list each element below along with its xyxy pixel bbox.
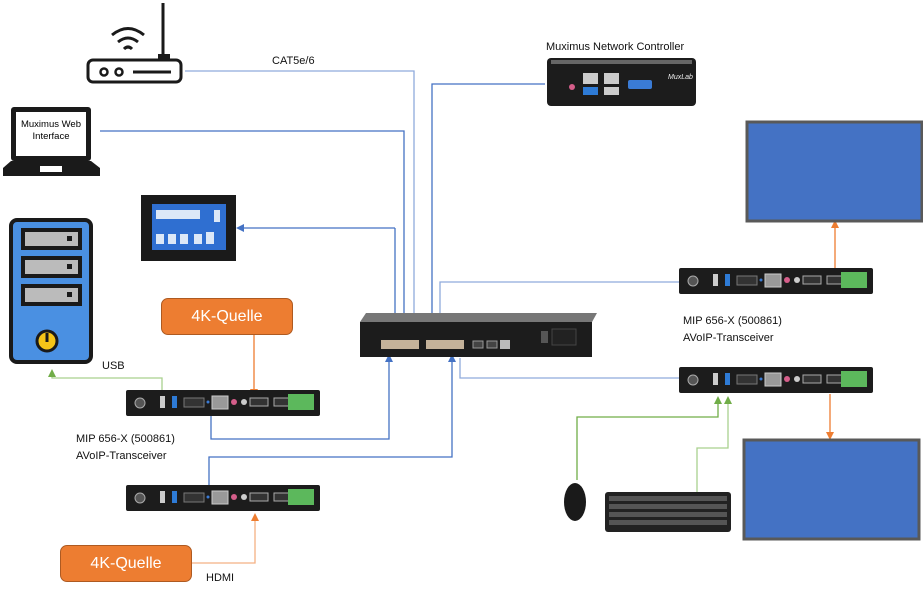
- display-bottom: [742, 438, 921, 541]
- router-icon: [86, 3, 183, 84]
- touch-panel: [141, 195, 236, 261]
- tx-left-model: MIP 656-X (500861): [76, 433, 175, 445]
- mouse: [564, 483, 586, 521]
- tx-right-model: MIP 656-X (500861): [683, 315, 782, 327]
- router-link: [185, 70, 418, 342]
- tx-left-bottom-link: [208, 354, 456, 488]
- transceiver-left-top: [125, 389, 321, 417]
- transceiver-right-top: [678, 267, 874, 295]
- usb-label: USB: [102, 360, 125, 372]
- display-top: [745, 120, 923, 223]
- controller-label: Muximus Network Controller: [546, 41, 685, 53]
- pc-tower-icon: [9, 218, 93, 364]
- cable-type-label: CAT5e/6: [272, 55, 315, 67]
- transceiver-right-bottom: [678, 366, 874, 394]
- laptop-icon: [3, 107, 100, 176]
- tx-left-top-link: [210, 354, 393, 440]
- hdmi-label: HDMI: [206, 572, 235, 584]
- web-interface-line2: Interface: [32, 131, 70, 142]
- tx-right-bottom-link: [459, 358, 686, 379]
- web-interface-label: Muximus Web Interface: [16, 119, 86, 143]
- tx-right-type: AVoIP-Transceiver: [683, 332, 774, 344]
- source-bottom: 4K-Quelle: [60, 545, 192, 582]
- laptop-link: [100, 130, 408, 342]
- keyboard: [605, 492, 731, 532]
- tx-left-type: AVoIP-Transceiver: [76, 450, 167, 462]
- svg-text:MuxLab: MuxLab: [668, 74, 693, 81]
- controller-link: [428, 83, 545, 342]
- network-switch: [360, 313, 597, 357]
- transceiver-left-bottom: [125, 484, 321, 512]
- network-controller: MuxLab: [547, 58, 696, 106]
- web-interface-line1: Muximus Web: [20, 119, 81, 130]
- source-top: 4K-Quelle: [161, 298, 293, 335]
